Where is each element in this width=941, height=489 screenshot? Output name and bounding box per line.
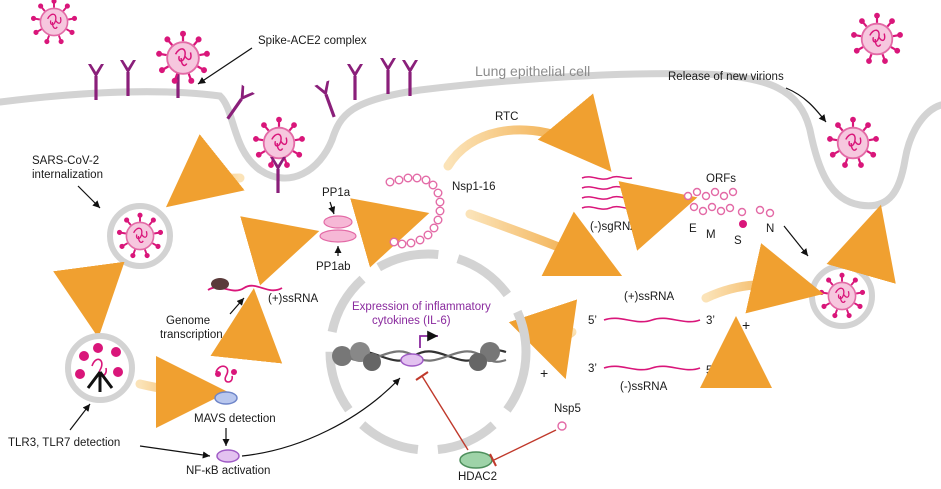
virion-released xyxy=(826,116,880,170)
flow-arrow xyxy=(53,261,125,338)
pp1a-label: PP1a xyxy=(322,187,351,199)
pp1ab-label: PP1ab xyxy=(316,261,351,273)
ace2-receptor xyxy=(380,58,396,94)
five-prime-a: 5’ xyxy=(588,315,597,327)
orf-particles xyxy=(683,187,775,218)
tlr-arrow-up xyxy=(69,403,91,431)
flow-arrow xyxy=(701,243,824,314)
uncoating-virion xyxy=(75,343,123,392)
flow-arrow xyxy=(210,288,283,364)
nsp5-protein xyxy=(557,421,567,431)
plus-right: + xyxy=(742,317,750,333)
rep-plus-strand xyxy=(603,317,701,323)
genome-arrow xyxy=(229,297,245,315)
virion-entering xyxy=(252,116,306,170)
nfkb-to-nucleus-arrow xyxy=(241,377,401,457)
spike-protein xyxy=(739,220,747,228)
transcription-start-arrow xyxy=(419,330,438,348)
orf-m-label: M xyxy=(706,229,716,241)
hdac2-inhibition xyxy=(421,375,469,451)
hdac2-protein xyxy=(459,451,493,469)
virion-extracellular xyxy=(30,0,78,46)
nsp5-label: Nsp5 xyxy=(554,403,581,415)
flow-arrow xyxy=(508,299,578,380)
nfkb-label: NF-κB activation xyxy=(186,465,270,477)
tlr-label: TLR3, TLR7 detection xyxy=(8,437,120,449)
internalization-arrow xyxy=(77,185,101,209)
flow-arrow xyxy=(165,134,245,208)
flow-arrow xyxy=(699,316,772,389)
mavs-complex xyxy=(214,365,238,405)
ssrna-label: (+)ssRNA xyxy=(268,293,318,305)
rtc-flow-arrow xyxy=(443,93,612,172)
nfkb-protein xyxy=(216,449,240,463)
nsp5-inhibition xyxy=(493,429,557,461)
nucleus xyxy=(325,249,531,455)
orf-arrow xyxy=(783,225,809,257)
pp1a-protein xyxy=(323,215,353,229)
virion-bound xyxy=(155,30,211,86)
sgrna-strands xyxy=(581,175,633,210)
orf-s-label: S xyxy=(734,235,742,247)
release-label: Release of new virions xyxy=(668,71,784,83)
expression-label-1: Expression of inflammatory xyxy=(352,301,491,313)
three-prime-a: 3’ xyxy=(706,315,715,327)
release-arrow xyxy=(785,87,827,123)
orfs-label: ORFs xyxy=(706,173,736,185)
nsp-label: Nsp1-16 xyxy=(452,181,495,193)
ace2-receptor xyxy=(347,64,363,100)
genome-label-1: Genome xyxy=(166,315,210,327)
spike-ace2-label: Spike-ACE2 complex xyxy=(258,35,367,47)
cell-label: Lung epithelial cell xyxy=(475,63,590,79)
virion-released xyxy=(850,12,904,66)
expression-label-2: cytokines (IL-6) xyxy=(372,315,451,327)
spike-ace2-arrow xyxy=(197,47,253,85)
nsp5-inhibition-bar xyxy=(489,453,497,467)
nfkb-bound xyxy=(400,353,424,367)
genome-label-2: transcription xyxy=(160,329,223,341)
internalization-label-1: SARS-CoV-2 xyxy=(32,155,99,167)
rtc-label: RTC xyxy=(495,111,518,123)
orf-n-label: N xyxy=(766,223,774,235)
tlr-arrow-nfkb xyxy=(139,445,211,459)
rep-minus-label: (-)ssRNA xyxy=(620,381,668,393)
orf-e-label: E xyxy=(689,223,697,235)
mavs-label: MAVS detection xyxy=(194,413,276,425)
flow-arrow xyxy=(350,198,430,268)
rep-plus-label: (+)ssRNA xyxy=(624,291,674,303)
five-prime-b: 5’ xyxy=(706,365,715,377)
hdac2-label: HDAC2 xyxy=(458,471,497,483)
ace2-receptor xyxy=(314,80,342,120)
ribosome xyxy=(211,278,229,290)
pp1ab-protein xyxy=(319,229,357,243)
rep-minus-strand xyxy=(603,365,701,371)
pp1a-arrow xyxy=(328,201,336,215)
flow-arrow xyxy=(465,209,623,277)
plus-left: + xyxy=(540,365,548,381)
sgrna-label: (-)sgRNA xyxy=(590,221,638,233)
flow-arrow xyxy=(618,181,698,251)
flow-arrow xyxy=(135,355,228,428)
chromatin xyxy=(332,342,507,371)
internalization-label-2: internalization xyxy=(32,169,103,181)
nsp-chain xyxy=(385,173,445,249)
hdac2-inhibition-bar xyxy=(415,371,429,381)
flow-arrow xyxy=(826,204,896,284)
flow-arrow xyxy=(240,216,320,286)
three-prime-b: 3’ xyxy=(588,363,597,375)
